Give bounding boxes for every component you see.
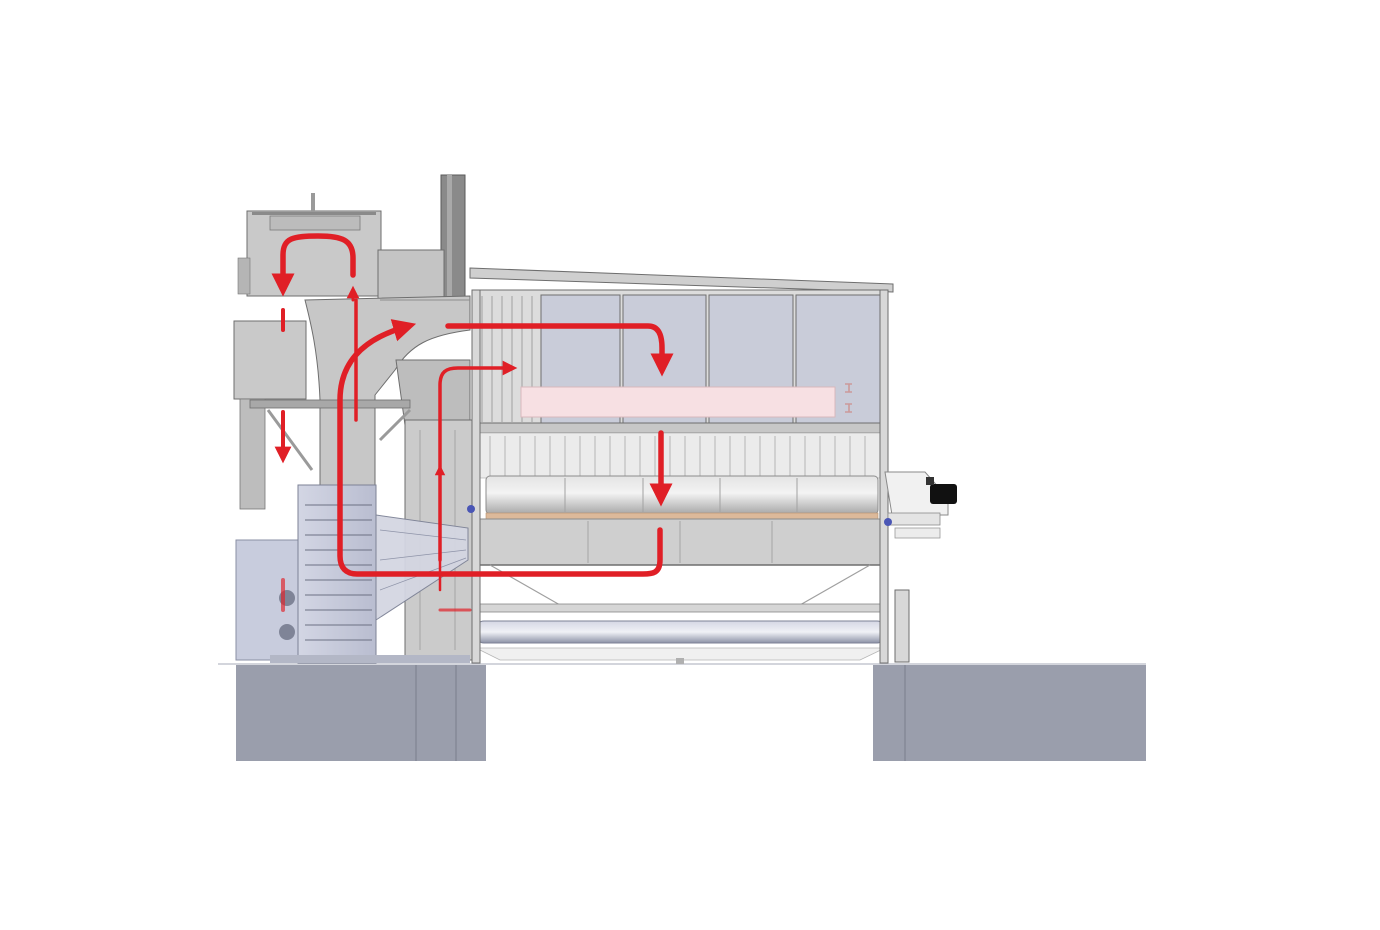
red-airflow-arrow: [445, 323, 674, 377]
sensor-left: [467, 505, 475, 513]
red-airflow-arrow: [337, 319, 663, 577]
heater-tower: [233, 193, 445, 510]
heater-panel: [520, 386, 836, 418]
red-airflow-arrow: [438, 360, 518, 562]
foundation-left: [236, 665, 486, 761]
main-duct: [249, 295, 471, 541]
foundation-right: [873, 665, 1146, 761]
conveyor-belt: [485, 512, 879, 520]
drying-drum: [485, 475, 879, 515]
sensor-right: [884, 518, 892, 526]
centrifugal-fan-icon: [235, 484, 470, 664]
exhaust-stack-icon: [440, 174, 466, 298]
red-airflow-arrow: [271, 233, 356, 297]
belt-section: [475, 422, 886, 664]
discharge-unit: [884, 471, 949, 539]
frame-legs: [471, 289, 910, 664]
bottom-roller: [475, 620, 886, 644]
airflow-paths: [271, 233, 674, 612]
motor-icon: [926, 477, 957, 504]
